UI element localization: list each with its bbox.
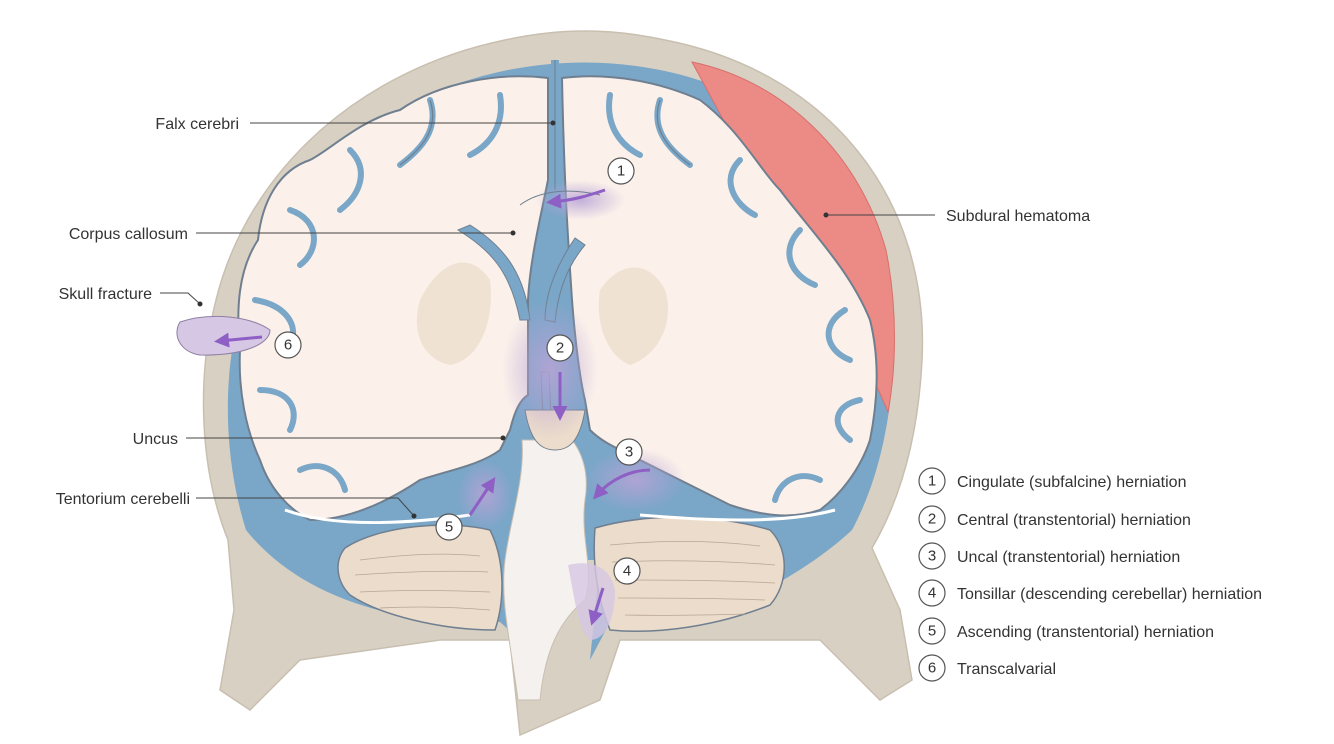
brainstem (503, 439, 590, 701)
legend-item: 3 Uncal (transtentorial) herniation (918, 542, 1180, 570)
arrow-5 (468, 477, 496, 516)
herniations (176, 180, 685, 640)
legend-item: 1 Cingulate (subfalcine) herniation (918, 467, 1186, 495)
label-falx-cerebri: Falx cerebri (155, 116, 239, 133)
legend-item: 4 Tonsillar (descending cerebellar) hern… (918, 579, 1262, 607)
svg-text:2: 2 (928, 511, 936, 528)
svg-text:3: 3 (928, 548, 936, 565)
arrow-3 (593, 468, 651, 500)
arrow-1 (546, 188, 606, 209)
svg-text:Uncal (transtentorial) herniat: Uncal (transtentorial) herniation (957, 549, 1180, 566)
marker-6: 6 (284, 337, 292, 354)
legend-item: 6 Transcalvarial (918, 654, 1056, 682)
label-corpus-callosum: Corpus callosum (69, 226, 188, 243)
legend-item: 2 Central (transtentorial) herniation (918, 505, 1191, 533)
svg-text:Ascending (transtentorial) her: Ascending (transtentorial) herniation (957, 624, 1214, 641)
label-subdural-hematoma: Subdural hematoma (946, 208, 1090, 225)
markers: 1 2 3 4 5 6 (274, 157, 643, 585)
marker-2: 2 (556, 340, 564, 357)
label-tentorium-cerebelli: Tentorium cerebelli (56, 491, 190, 508)
sulci-edges (399, 99, 691, 166)
svg-text:5: 5 (928, 623, 936, 640)
marker-4: 4 (623, 563, 631, 580)
cerebrum (237, 75, 878, 522)
cerebellum-left (337, 524, 503, 631)
svg-text:Central (transtentorial) herni: Central (transtentorial) herniation (957, 512, 1191, 529)
leaders (160, 120, 935, 519)
legend: 1 Cingulate (subfalcine) herniation 2 Ce… (918, 467, 1262, 682)
svg-text:4: 4 (928, 585, 936, 602)
legend-item: 5 Ascending (transtentorial) herniation (918, 617, 1214, 645)
svg-text:1: 1 (928, 473, 936, 490)
label-skull-fracture: Skull fracture (59, 286, 152, 303)
marker-5: 5 (445, 519, 453, 536)
arrow-6 (214, 332, 263, 348)
label-uncus: Uncus (133, 431, 178, 448)
cerebellum (337, 516, 785, 633)
svg-text:Transcalvarial: Transcalvarial (957, 661, 1056, 678)
svg-text:Cingulate (subfalcine) herniat: Cingulate (subfalcine) herniation (957, 474, 1186, 491)
arrow-4 (588, 587, 605, 626)
svg-text:Tonsillar (descending cerebell: Tonsillar (descending cerebellar) hernia… (957, 586, 1262, 603)
svg-text:6: 6 (928, 660, 936, 677)
basal-ganglia (416, 262, 669, 365)
marker-1: 1 (617, 163, 625, 180)
marker-3: 3 (625, 444, 633, 461)
